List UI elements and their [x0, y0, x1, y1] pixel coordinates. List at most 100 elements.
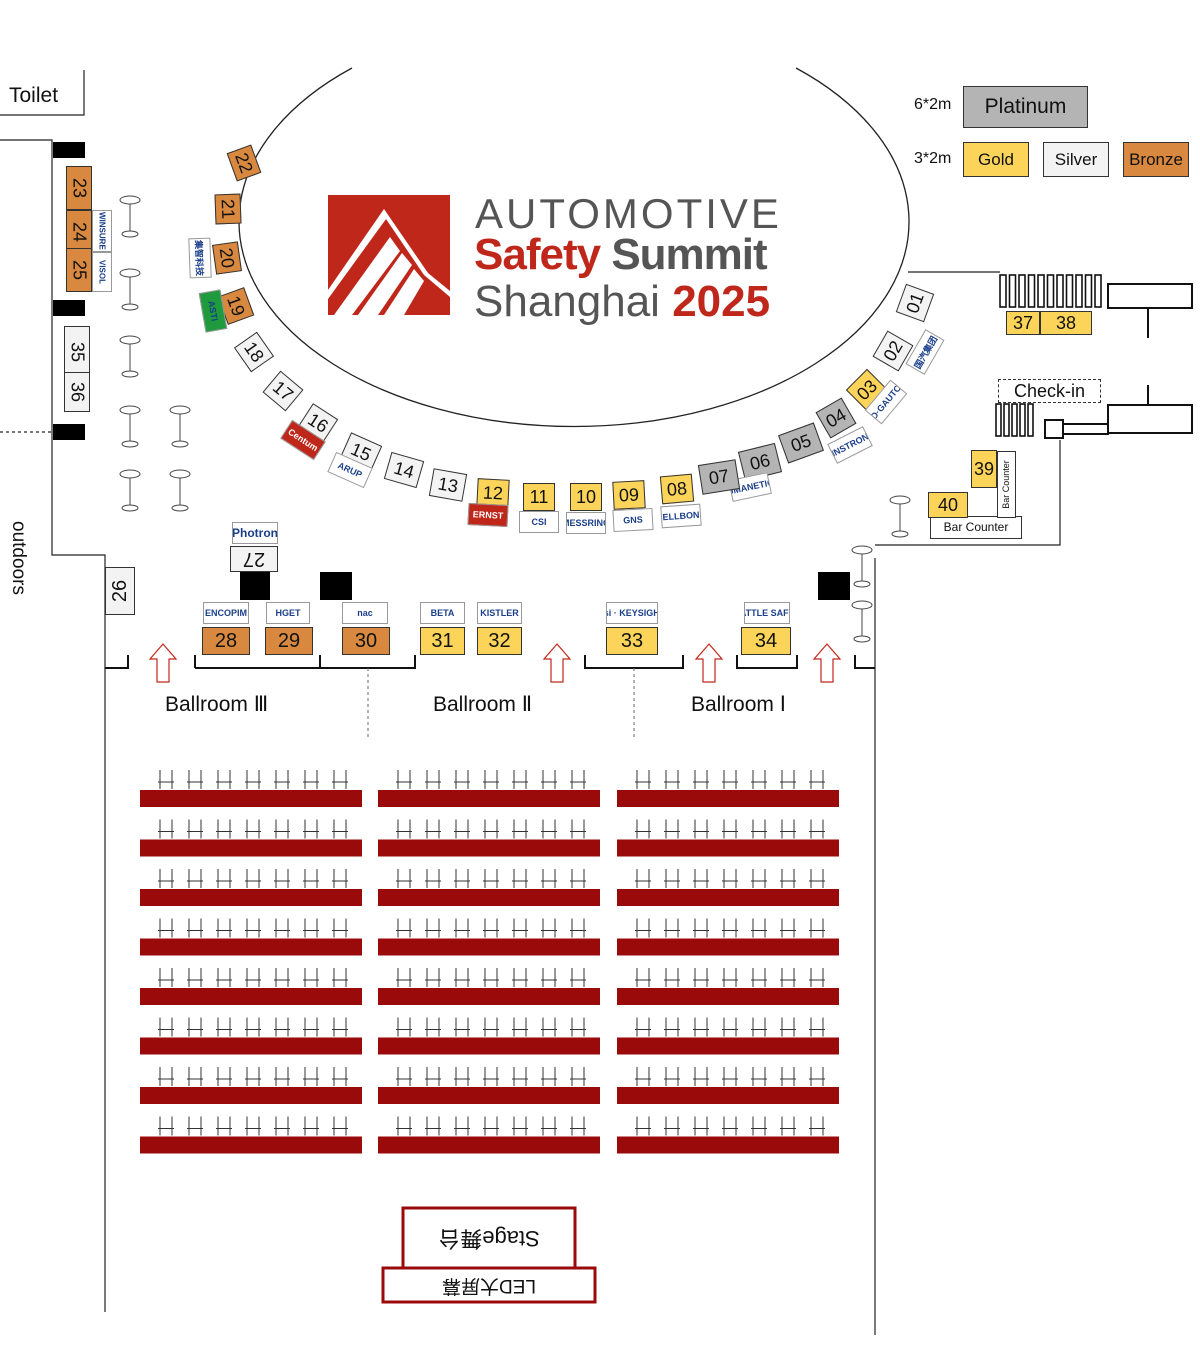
seat-chair: [570, 770, 586, 789]
seat-chair: [245, 1067, 261, 1086]
led-screen-label: LED大屏幕: [442, 1275, 536, 1296]
seat-chair: [809, 770, 825, 789]
booth-12-logo: ERNST: [467, 502, 509, 528]
seat-chair: [751, 819, 767, 839]
seat-chair: [303, 869, 319, 888]
seat-chair: [332, 770, 348, 789]
seat-chair: [635, 869, 651, 888]
checkin-label: Check-in: [998, 379, 1101, 403]
seat-chair: [635, 1116, 651, 1136]
seat-chair: [664, 819, 680, 839]
booth-20-logo: 集智科技: [188, 237, 212, 279]
checkin-chair: [995, 403, 1002, 437]
seat-chair: [570, 1116, 586, 1136]
bar-counter-vertical-label: Bar Counter: [997, 451, 1016, 518]
seat-chair: [245, 770, 261, 789]
booth-38: 38: [1040, 311, 1092, 335]
booth-36: 36: [64, 372, 90, 412]
seat-chair: [664, 869, 680, 888]
seat-chair: [809, 869, 825, 888]
seat-chair: [722, 918, 738, 938]
seat-chair: [541, 918, 557, 938]
seat-chair: [158, 1116, 174, 1136]
seat-chair: [635, 1017, 651, 1037]
booth-08: 08: [659, 473, 695, 505]
seat-chair: [693, 1116, 709, 1136]
booth-34-logo: SEATTLE SAFETY: [744, 602, 790, 624]
seating-table: [378, 1087, 600, 1104]
seating-table: [140, 889, 362, 906]
seating-table: [378, 988, 600, 1005]
seat-chair: [187, 1067, 203, 1086]
seat-chair: [483, 770, 499, 789]
seat-chair: [187, 770, 203, 789]
seat-chair: [158, 1067, 174, 1086]
seat-chair: [809, 968, 825, 987]
seat-chair: [454, 1017, 470, 1037]
seat-chair: [454, 869, 470, 888]
seat-chair: [454, 1067, 470, 1086]
seat-chair: [245, 869, 261, 888]
seat-chair: [780, 819, 796, 839]
seat-chair: [454, 968, 470, 987]
booth-28: 28: [202, 627, 250, 655]
checkin-chair: [1094, 274, 1102, 308]
seat-chair: [751, 968, 767, 987]
booth-27: 27: [230, 546, 278, 572]
seat-chair: [693, 1067, 709, 1086]
seat-chair: [158, 918, 174, 938]
seat-chair: [396, 968, 412, 987]
seat-chair: [780, 770, 796, 789]
seating-table: [617, 1136, 839, 1154]
seat-chair: [332, 1017, 348, 1037]
outdoors-label: outdoors: [7, 521, 29, 595]
seat-chair: [635, 770, 651, 789]
seat-chair: [570, 869, 586, 888]
seat-chair: [541, 819, 557, 839]
seating-table: [617, 1037, 839, 1055]
seat-chair: [483, 918, 499, 938]
seat-chair: [483, 1067, 499, 1086]
checkin-chair: [1046, 274, 1055, 308]
ballroom-1-label: Ballroom Ⅰ: [691, 693, 786, 716]
event-title-safety: Safety: [474, 230, 601, 279]
seat-chair: [722, 770, 738, 789]
seat-chair: [512, 770, 528, 789]
legend-silver: Silver: [1043, 142, 1109, 177]
seat-chair: [425, 1067, 441, 1086]
booth-30: 30: [342, 627, 390, 655]
seat-chair: [425, 770, 441, 789]
seat-chair: [809, 1116, 825, 1136]
seat-chair: [693, 918, 709, 938]
seat-chair: [216, 968, 232, 987]
seating-table: [617, 938, 839, 956]
ballroom-2-label: Ballroom Ⅱ: [433, 693, 533, 716]
ballroom-dividers: [367, 668, 635, 740]
seat-chair: [274, 918, 290, 938]
booth-32: 32: [477, 627, 522, 655]
checkin-chair: [1065, 274, 1074, 308]
seat-chair: [187, 1017, 203, 1037]
seat-chair: [425, 968, 441, 987]
booth-30-logo: nac: [342, 602, 388, 624]
seat-chair: [541, 1017, 557, 1037]
seat-chair: [216, 918, 232, 938]
seat-chair: [780, 968, 796, 987]
seat-chair: [483, 869, 499, 888]
toilet-label: Toilet: [9, 84, 59, 107]
event-title-line1: AUTOMOTIVE: [475, 190, 782, 237]
standing-tables: [119, 195, 911, 643]
event-title-summit: Summit: [611, 230, 767, 279]
checkin-chair: [1018, 274, 1026, 308]
checkin-chair: [1003, 403, 1010, 437]
seating-table: [140, 938, 362, 956]
booth-09-logo: GNS: [612, 507, 654, 533]
seat-chair: [635, 968, 651, 987]
seating-table: [140, 839, 362, 857]
stage-area: [381, 1206, 597, 1304]
seat-chair: [187, 1116, 203, 1136]
booth-35: 35: [64, 326, 90, 378]
event-title-line2: Safety Summit: [474, 230, 768, 280]
seating-table: [378, 839, 600, 857]
